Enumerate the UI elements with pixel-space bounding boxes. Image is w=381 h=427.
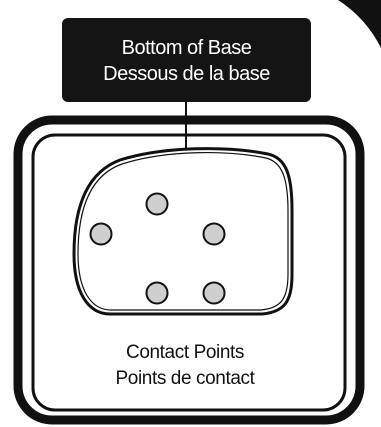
contact-point xyxy=(91,224,112,245)
contact-point xyxy=(147,194,168,215)
contact-point xyxy=(204,224,225,245)
corner-shape xyxy=(338,0,381,48)
contact-point xyxy=(204,283,225,304)
caption-french: Points de contact xyxy=(60,366,310,392)
contact-points-caption: Contact Points Points de contact xyxy=(60,340,310,392)
contact-point xyxy=(147,283,168,304)
label-french: Dessous de la base xyxy=(103,61,270,87)
bottom-of-base-label: Bottom of Base Dessous de la base xyxy=(62,18,311,102)
label-english: Bottom of Base xyxy=(122,35,252,61)
caption-english: Contact Points xyxy=(60,340,310,366)
